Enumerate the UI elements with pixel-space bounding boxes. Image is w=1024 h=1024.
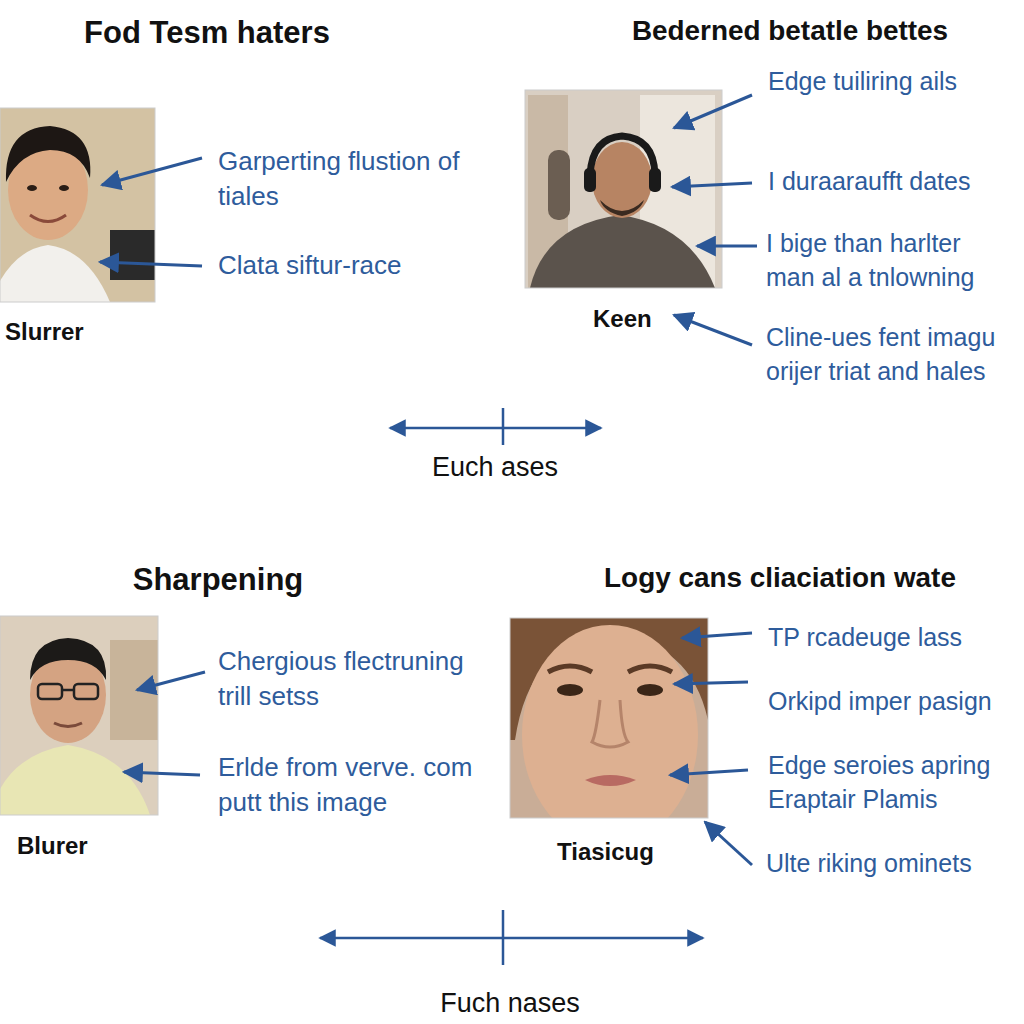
axis-line: [320, 408, 703, 965]
face-photo: [0, 108, 155, 302]
annotation: Chergious flectruning trill setss: [218, 644, 496, 715]
panel-heading: Fod Tesm haters: [0, 12, 414, 54]
annotation: Erlde from verve. com putt this image: [218, 750, 496, 821]
annotation: Orkipd imper pasign: [768, 684, 1018, 718]
axis-label: Euch ases: [395, 449, 595, 486]
axis-label: Fuch nases: [400, 985, 620, 1022]
photo-caption: Slurrer: [5, 318, 84, 346]
photo-frame: Blurer: [0, 616, 158, 860]
annotation: Cline-ues fent imagu orijer triat and ha…: [766, 320, 1018, 388]
annotation: TP rcadeuge lass: [768, 620, 1018, 654]
photo-frame: Tiasicug: [510, 618, 708, 866]
panel-heading: Logy cans cliaciation wate: [540, 559, 1020, 597]
leader-arrow: [100, 95, 757, 865]
annotation: I duraaraufft dates: [768, 164, 1018, 198]
panel-heading: Bederned betatle bettes: [560, 12, 1020, 50]
face-photo: [0, 616, 158, 815]
annotation: Garperting flustion of tiales: [218, 144, 486, 215]
annotation: Clata siftur-race: [218, 248, 518, 283]
photo-caption: Keen: [593, 305, 652, 333]
face-photo: [510, 618, 708, 818]
annotation: Edge seroies apring Eraptair Plamis: [768, 748, 1008, 816]
photo-frame: Keen: [525, 90, 722, 333]
annotation: Ulte riking ominets: [766, 846, 1016, 880]
photo-caption: Tiasicug: [557, 838, 654, 866]
annotation: I bige than harlter man al a tnlowning: [766, 226, 1016, 294]
photo-frame: Slurrer: [0, 108, 155, 346]
annotation: Edge tuiliring ails: [768, 64, 958, 98]
photo-caption: Blurer: [17, 832, 88, 860]
panel-heading: Sharpening: [0, 559, 436, 601]
